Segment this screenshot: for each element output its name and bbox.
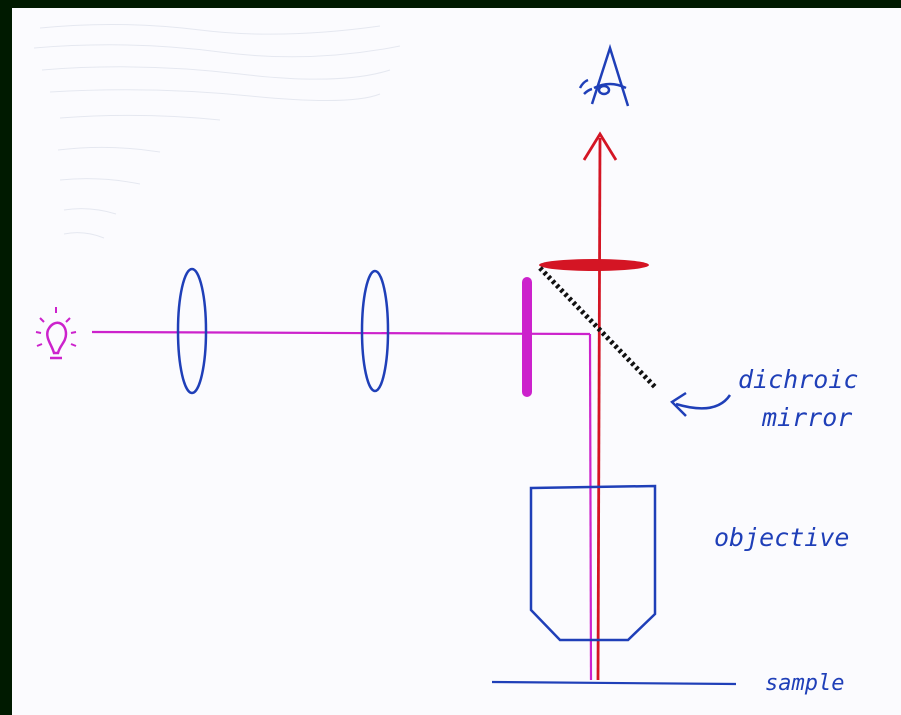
mirror-pointer-arrow — [670, 391, 732, 417]
excitation-beam — [91, 330, 593, 681]
paper-texture — [33, 23, 401, 239]
dichroic-label-line2: mirror — [761, 403, 852, 432]
condenser-lens — [360, 269, 390, 393]
objective-label: objective — [714, 523, 849, 552]
excitation-filter — [522, 277, 532, 397]
dichroic-label-line1: dichroic — [738, 365, 858, 394]
eye-icon — [578, 43, 630, 107]
emission-filter — [539, 259, 649, 271]
paper — [12, 8, 901, 715]
dichroic-mirror — [538, 266, 658, 390]
light-source-icon — [35, 307, 77, 360]
emission-beam — [582, 131, 618, 681]
objective-lens — [529, 484, 657, 642]
sample-label: sample — [765, 671, 844, 696]
collector-lens — [176, 267, 208, 395]
sample-plane — [491, 680, 737, 686]
